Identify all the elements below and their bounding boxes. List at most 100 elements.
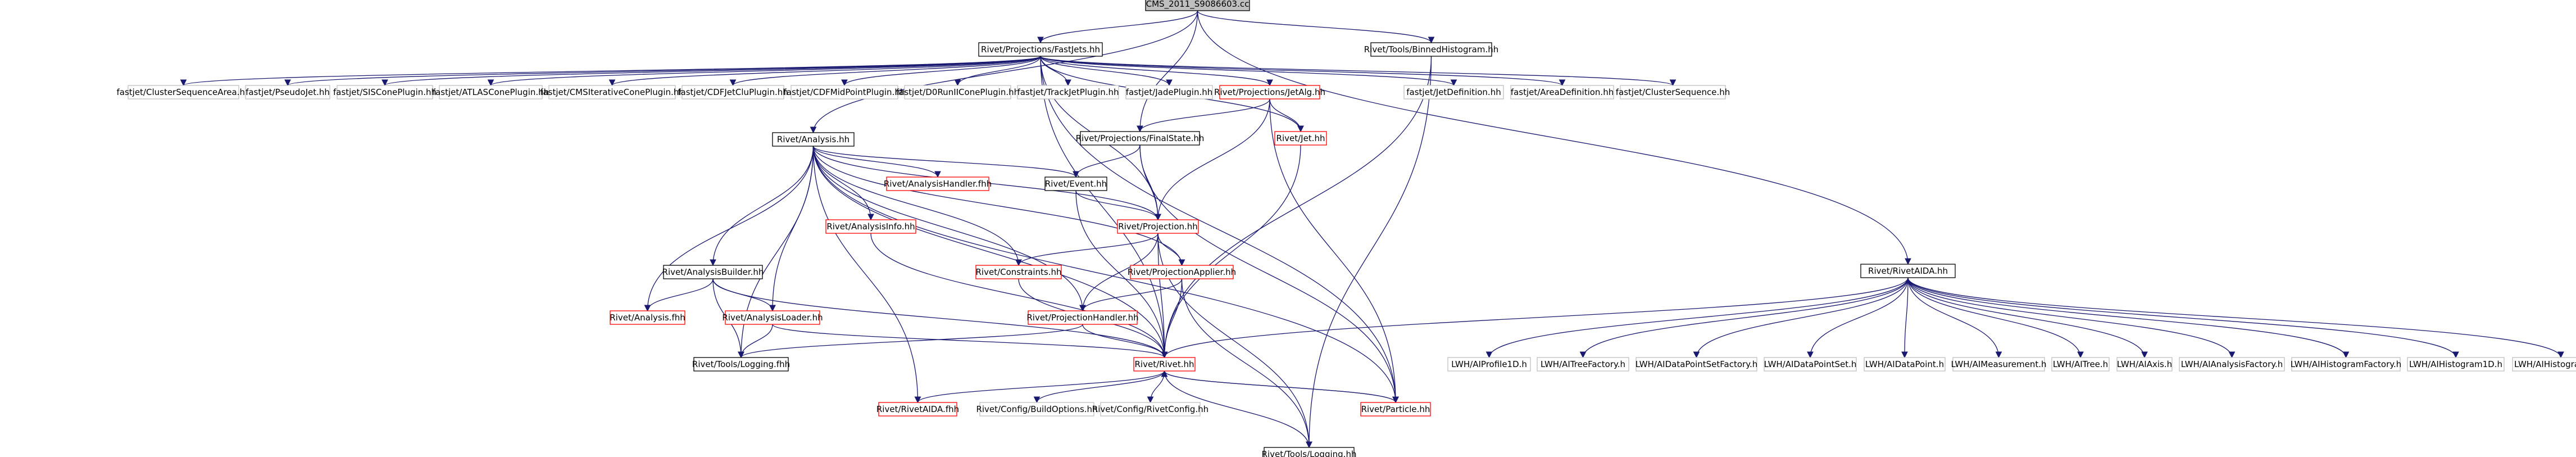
node-particle-box[interactable] — [1360, 402, 1431, 417]
node-analysis-box[interactable] — [772, 132, 855, 147]
node-binned-box[interactable] — [1370, 42, 1492, 57]
node-pseudo[interactable]: fastjet/PseudoJet.hh — [245, 85, 330, 99]
node-rivetaidafhh-box[interactable] — [878, 402, 957, 417]
node-dp[interactable]: LWH/AIDataPoint.h — [1864, 357, 1946, 372]
node-csa[interactable]: fastjet/ClusterSequenceArea.hh — [116, 85, 251, 99]
node-fastjets-box[interactable] — [978, 42, 1103, 57]
node-root-box[interactable] — [1145, 0, 1250, 11]
node-measurement[interactable]: LWH/AIMeasurement.h — [1951, 357, 2047, 372]
node-dpsfactory[interactable]: LWH/AIDataPointSetFactory.h — [1635, 357, 1757, 372]
node-constraints[interactable]: Rivet/Constraints.hh — [975, 265, 1062, 279]
node-cmscone-box[interactable] — [548, 85, 676, 99]
node-ainfo[interactable]: Rivet/AnalysisInfo.hh — [825, 219, 916, 234]
node-dps[interactable]: LWH/AIDataPointSet.h — [1764, 357, 1857, 372]
node-jetdef[interactable]: fastjet/JetDefinition.hh — [1403, 85, 1504, 99]
node-jetdef-box[interactable] — [1403, 85, 1504, 99]
node-treefactory[interactable]: LWH/AITreeFactory.h — [1537, 357, 1629, 372]
node-papplier-box[interactable] — [1130, 265, 1234, 279]
node-papplier[interactable]: Rivet/ProjectionApplier.hh — [1128, 265, 1236, 279]
node-d0run-box[interactable] — [904, 85, 1011, 99]
node-profile1d-box[interactable] — [1447, 357, 1531, 372]
node-jet[interactable]: Rivet/Jet.hh — [1274, 131, 1327, 146]
node-event-box[interactable] — [1044, 177, 1107, 191]
node-binned[interactable]: Rivet/Tools/BinnedHistogram.hh — [1364, 42, 1498, 57]
node-h2d[interactable]: LWH/AIHistogram2D.h — [2512, 357, 2576, 372]
node-measurement-box[interactable] — [1952, 357, 2045, 372]
node-axis-box[interactable] — [2116, 357, 2173, 372]
node-hfactory-box[interactable] — [2291, 357, 2401, 372]
node-aloader-box[interactable] — [725, 310, 820, 325]
node-projection[interactable]: Rivet/Projection.hh — [1117, 219, 1199, 234]
node-rivet-box[interactable] — [1133, 357, 1196, 372]
node-ahandler[interactable]: Rivet/AnalysisHandler.fhh — [884, 177, 992, 191]
node-event[interactable]: Rivet/Event.hh — [1044, 177, 1107, 191]
node-axis[interactable]: LWH/AIAxis.h — [2116, 357, 2173, 372]
node-finalstate-box[interactable] — [1080, 131, 1200, 146]
node-finalstate[interactable]: Rivet/Projections/FinalState.hh — [1076, 131, 1205, 146]
node-afhh-box[interactable] — [610, 310, 685, 325]
node-abuilder[interactable]: Rivet/AnalysisBuilder.hh — [662, 265, 764, 279]
node-riveta-box[interactable] — [1860, 264, 1956, 278]
node-profile1d[interactable]: LWH/AIProfile1D.h — [1447, 357, 1531, 372]
node-hfactory[interactable]: LWH/AIHistogramFactory.h — [2291, 357, 2402, 372]
node-jade[interactable]: fastjet/JadePlugin.hh — [1125, 85, 1213, 99]
node-h2d-box[interactable] — [2512, 357, 2576, 372]
node-clusterseq[interactable]: fastjet/ClusterSequence.hh — [1616, 85, 1730, 99]
node-root[interactable]: CMS_2011_S9086603.cc — [1145, 0, 1250, 11]
node-h1d-box[interactable] — [2407, 357, 2505, 372]
node-dps-box[interactable] — [1764, 357, 1857, 372]
node-abuilder-box[interactable] — [663, 265, 763, 279]
node-phandler[interactable]: Rivet/ProjectionHandler.hh — [1026, 310, 1139, 325]
node-cdfjetclu-box[interactable] — [682, 85, 784, 99]
node-csa-box[interactable] — [128, 85, 239, 99]
node-afactory[interactable]: LWH/AIAnalysisFactory.h — [2179, 357, 2285, 372]
node-d0run[interactable]: fastjet/D0RunIIConePlugin.hh — [896, 85, 1019, 99]
node-siscone-box[interactable] — [337, 85, 433, 99]
node-riveta[interactable]: Rivet/RivetAIDA.hh — [1860, 264, 1956, 278]
node-fastjets[interactable]: Rivet/Projections/FastJets.hh — [978, 42, 1103, 57]
node-particle[interactable]: Rivet/Particle.hh — [1360, 402, 1431, 417]
node-projection-box[interactable] — [1117, 219, 1199, 234]
node-trackjet-box[interactable] — [1017, 85, 1119, 99]
node-rivetconfig-box[interactable] — [1100, 402, 1201, 417]
node-h1d[interactable]: LWH/AIHistogram1D.h — [2407, 357, 2505, 372]
node-cdfmid[interactable]: fastjet/CDFMidPointPlugin.hh — [784, 85, 906, 99]
node-cmscone[interactable]: fastjet/CMSIterativeConePlugin.hh — [540, 85, 684, 99]
node-rivetconfig[interactable]: Rivet/Config/RivetConfig.hh — [1092, 402, 1209, 417]
node-logfhh-box[interactable] — [693, 357, 789, 372]
node-jade-box[interactable] — [1125, 85, 1213, 99]
node-tree[interactable]: LWH/AITree.h — [2051, 357, 2110, 372]
node-cdfmid-box[interactable] — [790, 85, 898, 99]
node-aloader[interactable]: Rivet/AnalysisLoader.hh — [722, 310, 823, 325]
node-areadef-box[interactable] — [1510, 85, 1614, 99]
node-analysis[interactable]: Rivet/Analysis.hh — [772, 132, 855, 147]
node-buildopts[interactable]: Rivet/Config/BuildOptions.hh — [976, 402, 1098, 417]
node-jetalg-box[interactable] — [1219, 85, 1320, 99]
node-logging[interactable]: Rivet/Tools/Logging.hh — [1262, 447, 1357, 457]
node-ainfo-box[interactable] — [825, 219, 916, 234]
node-clusterseq-box[interactable] — [1620, 85, 1726, 99]
node-constraints-box[interactable] — [975, 265, 1062, 279]
node-areadef[interactable]: fastjet/AreaDefinition.hh — [1510, 85, 1614, 99]
node-rivet[interactable]: Rivet/Rivet.hh — [1133, 357, 1196, 372]
node-afactory-box[interactable] — [2179, 357, 2285, 372]
node-jet-box[interactable] — [1274, 131, 1327, 146]
node-trackjet[interactable]: fastjet/TrackJetPlugin.hh — [1017, 85, 1119, 99]
node-dpsfactory-box[interactable] — [1635, 357, 1757, 372]
node-cdfjetclu[interactable]: fastjet/CDFJetCluPlugin.hh — [678, 85, 788, 99]
node-rivetaidafhh[interactable]: Rivet/RivetAIDA.fhh — [876, 402, 959, 417]
node-jetalg[interactable]: Rivet/Projections/JetAlg.hh — [1214, 85, 1325, 99]
node-tree-box[interactable] — [2051, 357, 2110, 372]
node-logfhh[interactable]: Rivet/Tools/Logging.fhh — [692, 357, 790, 372]
node-phandler-box[interactable] — [1028, 310, 1138, 325]
node-dp-box[interactable] — [1864, 357, 1946, 372]
node-siscone[interactable]: fastjet/SISConePlugin.hh — [333, 85, 437, 99]
node-pseudo-box[interactable] — [245, 85, 330, 99]
node-atlascone[interactable]: fastjet/ATLASConePlugin.hh — [433, 85, 549, 99]
node-ahandler-box[interactable] — [886, 177, 989, 191]
node-atlascone-box[interactable] — [439, 85, 543, 99]
node-logging-box[interactable] — [1264, 447, 1355, 457]
node-buildopts-box[interactable] — [979, 402, 1094, 417]
node-afhh[interactable]: Rivet/Analysis.fhh — [610, 310, 685, 325]
node-treefactory-box[interactable] — [1537, 357, 1629, 372]
